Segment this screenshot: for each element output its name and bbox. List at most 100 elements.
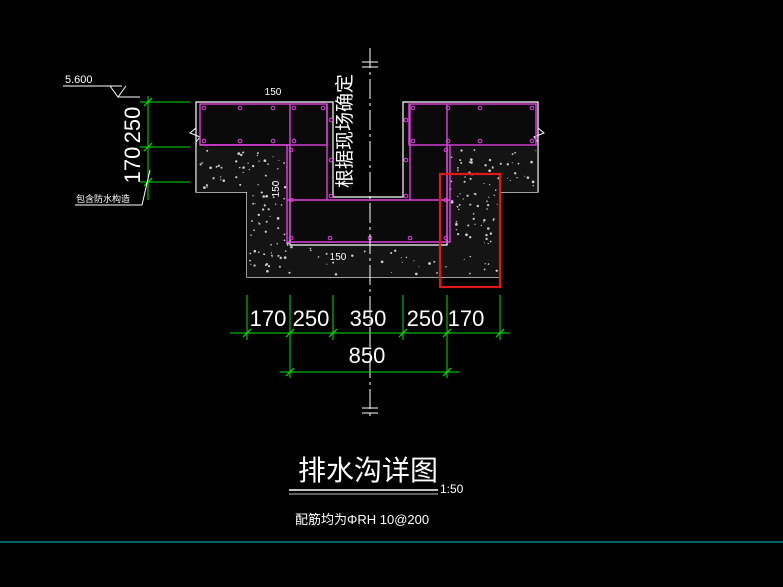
speckle xyxy=(506,163,509,166)
speckle xyxy=(489,240,492,243)
speckle xyxy=(436,272,438,274)
speckle xyxy=(511,162,513,164)
elevation-marker: 5.600 xyxy=(63,74,140,98)
speckle xyxy=(487,242,489,245)
speckle xyxy=(242,166,245,169)
speckle xyxy=(460,149,463,152)
dim-850: 850 xyxy=(349,343,386,368)
waterproof-leader xyxy=(75,169,151,206)
speckle xyxy=(288,271,291,274)
drawing-scale: 1:50 xyxy=(440,482,464,496)
concrete-fill-right xyxy=(447,147,538,245)
speckle xyxy=(524,175,526,177)
speckle xyxy=(283,239,286,242)
speckle xyxy=(363,250,366,253)
speckle xyxy=(235,160,238,163)
concrete-fill-left xyxy=(196,147,500,277)
speckle xyxy=(450,180,453,183)
speckle xyxy=(206,186,208,188)
speckle xyxy=(283,162,285,164)
speckle xyxy=(239,183,242,186)
speckle xyxy=(390,251,393,255)
speckle xyxy=(283,185,287,189)
speckle xyxy=(258,222,261,225)
speckle xyxy=(309,247,312,250)
speckle xyxy=(251,164,255,168)
speckle xyxy=(405,256,408,259)
speckle xyxy=(472,217,475,221)
speckle xyxy=(526,176,530,179)
speckle xyxy=(220,179,222,181)
speckle xyxy=(486,208,488,210)
speckle xyxy=(283,233,286,236)
speckle xyxy=(267,208,270,211)
dim-250-left: 250 xyxy=(293,306,330,331)
speckle xyxy=(217,164,221,167)
speckle xyxy=(209,166,212,170)
speckle xyxy=(428,262,431,265)
speckle xyxy=(483,221,485,223)
speckle xyxy=(253,229,255,232)
rebar-dot xyxy=(201,138,207,144)
speckle xyxy=(238,166,241,169)
speckle xyxy=(260,191,263,194)
speckle xyxy=(252,195,254,197)
dim-150-base: 150 xyxy=(330,252,347,263)
speckle xyxy=(468,161,471,163)
speckle xyxy=(249,252,252,255)
speckle xyxy=(495,269,498,272)
rebar-dot xyxy=(288,147,294,153)
speckle xyxy=(487,263,490,265)
speckle xyxy=(249,259,251,262)
speckle xyxy=(261,208,265,211)
speckle xyxy=(265,194,269,198)
speckle xyxy=(450,156,453,159)
speckle xyxy=(222,179,226,182)
speckle xyxy=(455,223,458,226)
rebar-dot xyxy=(403,193,409,199)
speckle xyxy=(433,260,436,263)
rebar-dot xyxy=(328,117,334,123)
speckle xyxy=(473,149,476,151)
speckle xyxy=(278,160,280,162)
speckle xyxy=(514,172,517,175)
speckle xyxy=(465,233,468,237)
speckle xyxy=(474,193,477,196)
speckle xyxy=(271,254,273,257)
speckle xyxy=(242,151,244,154)
left-dimension-labels: 250 170 xyxy=(120,107,145,184)
speckle xyxy=(458,208,460,211)
rebar-dot xyxy=(407,235,413,241)
speckle xyxy=(253,264,256,267)
speckle xyxy=(256,154,259,157)
speckle xyxy=(276,242,278,245)
speckle xyxy=(248,168,250,171)
speckle xyxy=(457,169,459,171)
speckle xyxy=(263,204,266,207)
rebar-dot xyxy=(288,235,294,241)
speckle xyxy=(272,183,274,185)
speckle xyxy=(269,215,271,218)
speckle xyxy=(485,237,488,241)
speckle xyxy=(380,260,384,264)
speckle xyxy=(277,255,279,257)
speckle xyxy=(205,184,208,187)
speckle xyxy=(199,163,202,166)
speckle xyxy=(487,204,490,207)
speckle xyxy=(270,252,273,254)
speckle xyxy=(286,244,289,246)
speckle xyxy=(256,152,259,155)
speckle xyxy=(258,160,260,162)
speckle xyxy=(469,255,472,258)
rebar-dot xyxy=(237,138,243,144)
speckle xyxy=(469,203,472,206)
dim-350: 350 xyxy=(350,306,387,331)
speckle xyxy=(459,193,461,195)
speckle xyxy=(257,184,259,186)
speckle xyxy=(262,195,265,198)
rebar-dot xyxy=(477,138,483,144)
speckle xyxy=(469,158,473,161)
speckle xyxy=(457,195,459,198)
rebar-dot xyxy=(477,105,483,111)
